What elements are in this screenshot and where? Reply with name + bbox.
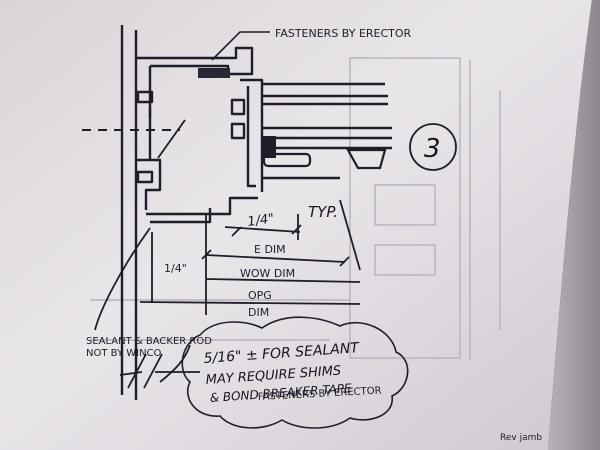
edim-label: E DIM (254, 243, 286, 256)
faint-background-drawing (90, 57, 501, 360)
corner-text: Rev jamb (500, 433, 542, 443)
sealant-label: SEALANT & BACKER ROD (86, 336, 212, 347)
fasteners-by-erector-label: FASTENERS BY ERECTOR (275, 27, 412, 40)
fastener-block (198, 68, 230, 78)
sealant-leader-lines (94, 227, 200, 389)
not-by-winco-label: NOT BY WINCO (86, 348, 162, 359)
paper-page-edge (548, 0, 600, 450)
fasteners-leader-line (211, 31, 270, 61)
glazing-unit (262, 82, 392, 180)
dim-quarter-left: 1/4" (164, 262, 187, 275)
opg-dim-label: DIM (248, 306, 269, 319)
wow-dim-label: WOW DIM (240, 267, 295, 280)
detail-callout-circle (409, 123, 457, 171)
note-cloud-outline (181, 316, 409, 429)
pressure-cap-gasket (346, 148, 387, 170)
typ-label: TYP. (308, 203, 338, 221)
dimension-lines (139, 199, 361, 315)
opg-label: OPG (248, 289, 272, 302)
gasket-lower (262, 152, 312, 168)
dim-quarter-upper: 1/4" (246, 211, 275, 230)
leader-diagonal (157, 119, 186, 159)
detail-number: 3 (424, 134, 441, 164)
gasket-dark (262, 136, 276, 158)
